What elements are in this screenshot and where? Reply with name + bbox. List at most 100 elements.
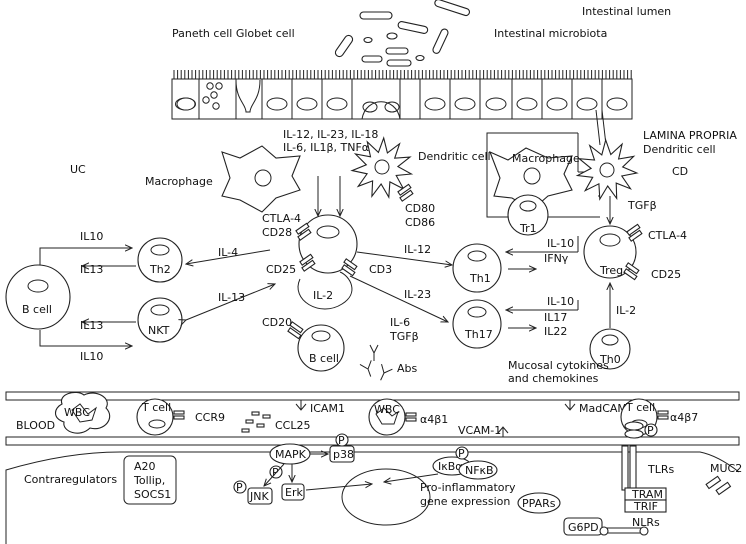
ppars-label: PPARs (522, 497, 556, 510)
a4b7-label: α4β7 (670, 411, 698, 424)
il6-label: IL-6 (390, 316, 410, 329)
nkt-label: NKT (148, 324, 170, 337)
cd20-label: CD20 (262, 316, 292, 329)
epithelial-cells (175, 79, 628, 119)
il23-label: IL-23 (404, 288, 431, 301)
bcell-left (5, 264, 71, 330)
tr1-cell (507, 194, 549, 236)
cd86-label: CD86 (405, 216, 435, 229)
tlr-stalk-1 (621, 445, 629, 491)
epithelial-nucleus (576, 97, 598, 111)
socs1-label: SOCS1 (134, 488, 171, 501)
cd80-label: CD80 (405, 202, 435, 215)
dendritic-cell-center (350, 136, 414, 202)
dendritic-center-nucleus (374, 159, 390, 175)
epithelial-nucleus (485, 97, 507, 111)
microbiota-group (334, 0, 470, 67)
cytokines-line1: IL-12, IL-23, IL-18 (283, 128, 378, 141)
ifng-label: IFNγ (544, 252, 569, 265)
bcell-center (297, 324, 345, 372)
ctla4-right-label: CTLA-4 (648, 229, 687, 242)
bcell-left-label: B cell (22, 303, 52, 316)
paneth-globet-label: Paneth cell Globet cell (172, 27, 295, 40)
epithelium (171, 70, 633, 120)
epithelial-nucleus (176, 97, 196, 111)
trif-label: TRIF (633, 500, 658, 513)
epithelial-nucleus (546, 97, 568, 111)
proinflammatory-line2: gene expression (420, 495, 510, 508)
th0-cell (589, 328, 631, 370)
contraregulators-label: Contraregulators (24, 473, 117, 486)
goblet-cell (235, 79, 261, 113)
g6pd-node (563, 517, 603, 536)
il10-tr1-label: IL-10 (547, 237, 574, 250)
tlrs-label: TLRs (647, 463, 674, 476)
dendritic-cell-right-label: Dendritic cell (643, 143, 716, 156)
wbc-cell-1 (54, 391, 111, 434)
il10-bottom-label: IL10 (80, 350, 103, 363)
mapk-label: MAPK (275, 448, 307, 461)
central-t-cell-nucleus (316, 225, 340, 239)
nlrs-label: NLRs (632, 516, 660, 529)
bracket-left (486, 132, 578, 218)
treg-cell (583, 225, 637, 279)
macrophage-left-label: Macrophage (145, 175, 213, 188)
icam1-marker (295, 400, 307, 411)
cytokines-line2: IL-6, IL1β, TNFα (283, 141, 369, 154)
epithelial-nucleus (424, 97, 446, 111)
th17-cell (452, 299, 502, 349)
ppars-node (517, 492, 561, 514)
il2-label: IL-2 (313, 289, 333, 302)
cd-label: CD (672, 165, 688, 178)
th2-label: Th2 (149, 263, 171, 276)
ctla4-label: CTLA-4 (262, 212, 301, 225)
th2-cell (137, 237, 183, 283)
cd3-label: CD3 (369, 263, 392, 276)
bacterium-shape (334, 34, 354, 58)
il2-loop (297, 271, 353, 310)
il10-th17-label: IL-10 (547, 295, 574, 308)
blood-label: BLOOD (16, 419, 55, 432)
tlr-phospho (644, 423, 658, 437)
tgfb-right-label: TGFβ (627, 199, 657, 212)
epithelial-nucleus (326, 97, 348, 111)
macrophage-left-nucleus (254, 169, 272, 187)
paneth-granule (202, 96, 210, 104)
nucleus-proinflammatory (341, 468, 431, 526)
abs-label: Abs (397, 362, 418, 375)
microvilli (173, 70, 632, 79)
p-mark-p38: P (338, 434, 345, 447)
a20-label: A20 (134, 460, 156, 473)
bacterium-shape (385, 47, 409, 55)
bacterium-shape (397, 21, 429, 34)
il13-a-label: IL13 (80, 263, 103, 276)
wbc1-label: WBC (64, 406, 90, 419)
bcell-center-label: B cell (309, 352, 339, 365)
dendritic-center-label: Dendritic cell (418, 150, 491, 163)
bacterium-shape (434, 0, 470, 17)
il4-label: IL-4 (218, 246, 238, 259)
paneth-granule (212, 102, 220, 110)
microvilli-brush (173, 70, 632, 79)
ccr9-label: CCR9 (195, 411, 225, 424)
p-mark-jnk: P (236, 481, 243, 494)
erk-label: Erk (285, 486, 303, 499)
muc2-label: MUC2 (710, 462, 742, 475)
th17-label: Th17 (464, 328, 493, 341)
tlr-stalk-2 (629, 445, 637, 491)
paneth-granule (206, 82, 214, 90)
mucosal-line1: Mucosal cytokines (508, 359, 609, 372)
treg-label: Treg (599, 264, 623, 277)
bacterium-shape (415, 54, 425, 62)
cd25-right-label: CD25 (651, 268, 681, 281)
cd25-label: CD25 (266, 263, 296, 276)
tgfb-label: TGFβ (389, 330, 419, 343)
il22-label: IL22 (544, 325, 567, 338)
th0-label: Th0 (599, 353, 621, 366)
epithelial-nucleus (606, 97, 628, 111)
central-t-cell (298, 214, 358, 274)
uc-label: UC (70, 163, 86, 176)
madcam-marker (564, 400, 576, 411)
vessel-wall-top (5, 391, 740, 401)
epithelial-nucleus (454, 97, 476, 111)
